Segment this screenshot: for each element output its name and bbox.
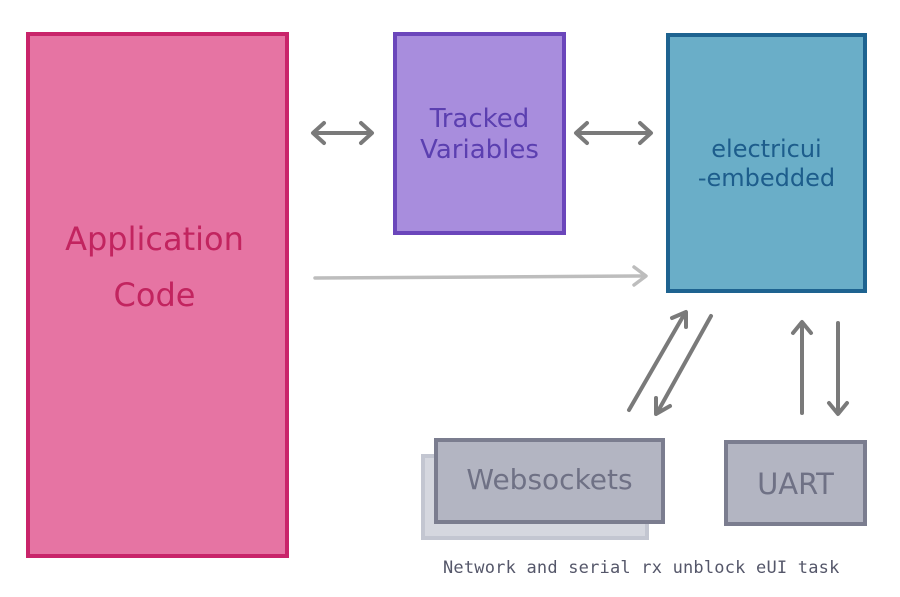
application-code-label: Application Code — [65, 220, 244, 314]
arrow-app-tracked — [311, 121, 374, 145]
arrow-eui-to-websockets — [654, 314, 713, 416]
arrow-websockets-to-eui — [627, 310, 688, 412]
arrow-eui-to-uart — [827, 321, 849, 416]
arrow-app-eui — [313, 265, 648, 287]
tracked-variables-label: Tracked Variables — [420, 103, 539, 165]
arrow-tracked-eui — [574, 121, 653, 145]
electricui-embedded-label: electricui -embedded — [697, 135, 836, 192]
electricui-embedded-node: electricui -embedded — [666, 33, 867, 293]
application-code-node: Application Code — [26, 32, 289, 558]
uart-node: UART — [724, 440, 867, 526]
diagram-caption: Network and serial rx unblock eUI task — [443, 558, 840, 578]
websockets-node: Websockets — [434, 438, 665, 524]
uart-label: UART — [757, 466, 834, 501]
arrow-uart-to-eui — [791, 320, 813, 415]
tracked-variables-node: Tracked Variables — [393, 32, 566, 235]
websockets-label: Websockets — [466, 463, 633, 497]
